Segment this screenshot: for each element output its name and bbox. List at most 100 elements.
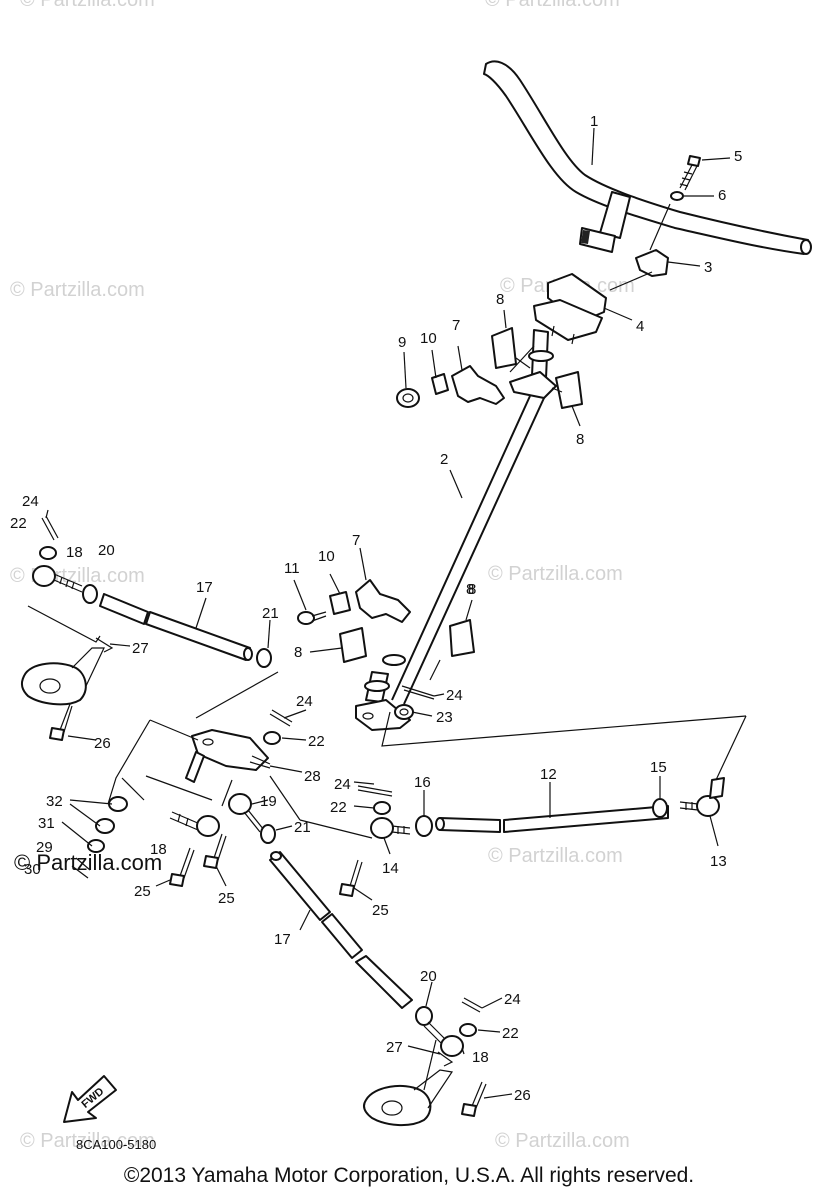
cotter-pin-24: [269, 709, 293, 727]
callout-26: 26: [514, 1087, 531, 1104]
callout-21: 21: [262, 605, 279, 622]
callout-22: 22: [10, 515, 27, 532]
watermark: © Partzilla.com: [488, 845, 623, 867]
callout-14: 14: [382, 860, 399, 877]
bolt-25: [339, 859, 363, 897]
bolt-26: [49, 703, 73, 741]
clamp-7: [355, 579, 411, 623]
leader-lines: [45, 127, 731, 1099]
locknut-20: [82, 584, 98, 604]
callout-10: 10: [420, 330, 437, 347]
clip-10: [431, 373, 449, 395]
nut-22: [39, 546, 57, 560]
watermark: © Partzilla.com: [495, 1130, 630, 1152]
callout-24: 24: [446, 687, 463, 704]
clamp-7: [451, 365, 505, 405]
callout-10: 10: [318, 548, 335, 565]
callout-18: 18: [472, 1049, 489, 1066]
cotter-pin-24: [357, 785, 393, 797]
locknut-15: [652, 798, 668, 818]
callout-11: 11: [284, 560, 300, 577]
callout-6: 6: [718, 187, 726, 204]
callout-24: 24: [504, 991, 521, 1008]
callout-27: 27: [132, 640, 149, 657]
callout-3: 3: [704, 259, 712, 276]
fwd-arrow-icon: FWD: [63, 1075, 117, 1123]
bushing-8: [339, 627, 367, 663]
callout-9: 9: [398, 334, 406, 351]
clip-10: [329, 591, 351, 615]
callout-25: 25: [134, 883, 151, 900]
callouts: 1 5 6 3 4 8 8 10 9 7 2 8 24 22 18 20 17 …: [10, 113, 742, 1104]
nut-22: [459, 1023, 477, 1037]
callout-20: 20: [420, 968, 437, 985]
washer-6: [670, 191, 684, 201]
tie-rod-end-18: [423, 1021, 464, 1057]
callout-16: 16: [414, 774, 431, 791]
callout-5: 5: [734, 148, 742, 165]
callout-8: 8: [496, 291, 504, 308]
bolt-25: [203, 833, 227, 869]
tie-rod-end-18: [169, 811, 220, 837]
nut-23: [394, 704, 414, 720]
cotter-pin-28: [249, 755, 271, 769]
callout-17: 17: [196, 579, 213, 596]
callout-26: 26: [94, 735, 111, 752]
locknut-16: [415, 815, 433, 837]
cotter-pin-27: [437, 1051, 454, 1067]
callout-8: 8: [576, 431, 584, 448]
bushing-8: [449, 619, 475, 657]
upper-holder-3: [635, 249, 669, 277]
pitman-arm: [185, 729, 269, 783]
watermarks: © Partzilla.com © Partzilla.com © Partzi…: [10, 0, 635, 1152]
assembly-lines: [27, 345, 747, 1091]
callout-8: 8: [294, 644, 302, 661]
callout-22: 22: [330, 799, 347, 816]
bushing-8: [491, 327, 517, 369]
callout-24: 24: [334, 776, 351, 793]
tie-rod-17: [99, 593, 253, 661]
watermark: © Partzilla.com: [10, 279, 145, 301]
bolt-5: [679, 155, 701, 191]
callout-22: 22: [308, 733, 325, 750]
callout-31: 31: [38, 815, 55, 832]
callout-15: 15: [650, 759, 667, 776]
callout-13: 13: [710, 853, 727, 870]
cotter-pin-27: [95, 637, 114, 653]
watermark: © Partzilla.com: [485, 0, 620, 11]
callout-21: 21: [294, 819, 311, 836]
callout-20: 20: [98, 542, 115, 559]
callout-4: 4: [636, 318, 644, 335]
collar-31: [87, 839, 105, 853]
callout-27: 27: [386, 1039, 403, 1056]
callout-8: 8: [466, 581, 474, 598]
callout-22: 22: [502, 1025, 519, 1042]
watermark: © Partzilla.com: [20, 1130, 155, 1152]
bolt-11: [297, 611, 327, 625]
upper-bracket-4: [533, 273, 607, 345]
callout-18: 18: [150, 841, 167, 858]
watermark: © Partzilla.com: [488, 563, 623, 585]
callout-7: 7: [352, 532, 360, 549]
handlebar: [483, 60, 812, 255]
callout-8: 8: [468, 581, 476, 598]
bolt-25: [169, 847, 195, 887]
callout-32: 32: [46, 793, 63, 810]
locknut-20: [415, 1006, 433, 1026]
callout-1: 1: [590, 113, 598, 130]
tie-rod-end-14: [370, 817, 411, 839]
callout-19: 19: [260, 793, 277, 810]
bushing-8: [555, 371, 583, 409]
cotter-pin-24: [401, 685, 435, 700]
callout-24: 24: [22, 493, 39, 510]
nut-22: [373, 801, 391, 815]
callout-23: 23: [436, 709, 453, 726]
callout-29: 29: [36, 839, 53, 856]
locknut-21: [260, 824, 276, 844]
steering-column-2: [355, 329, 557, 731]
nut-9: [396, 388, 420, 408]
callout-25: 25: [218, 890, 235, 907]
knuckle-arm: [20, 647, 105, 706]
callout-7: 7: [452, 317, 460, 334]
